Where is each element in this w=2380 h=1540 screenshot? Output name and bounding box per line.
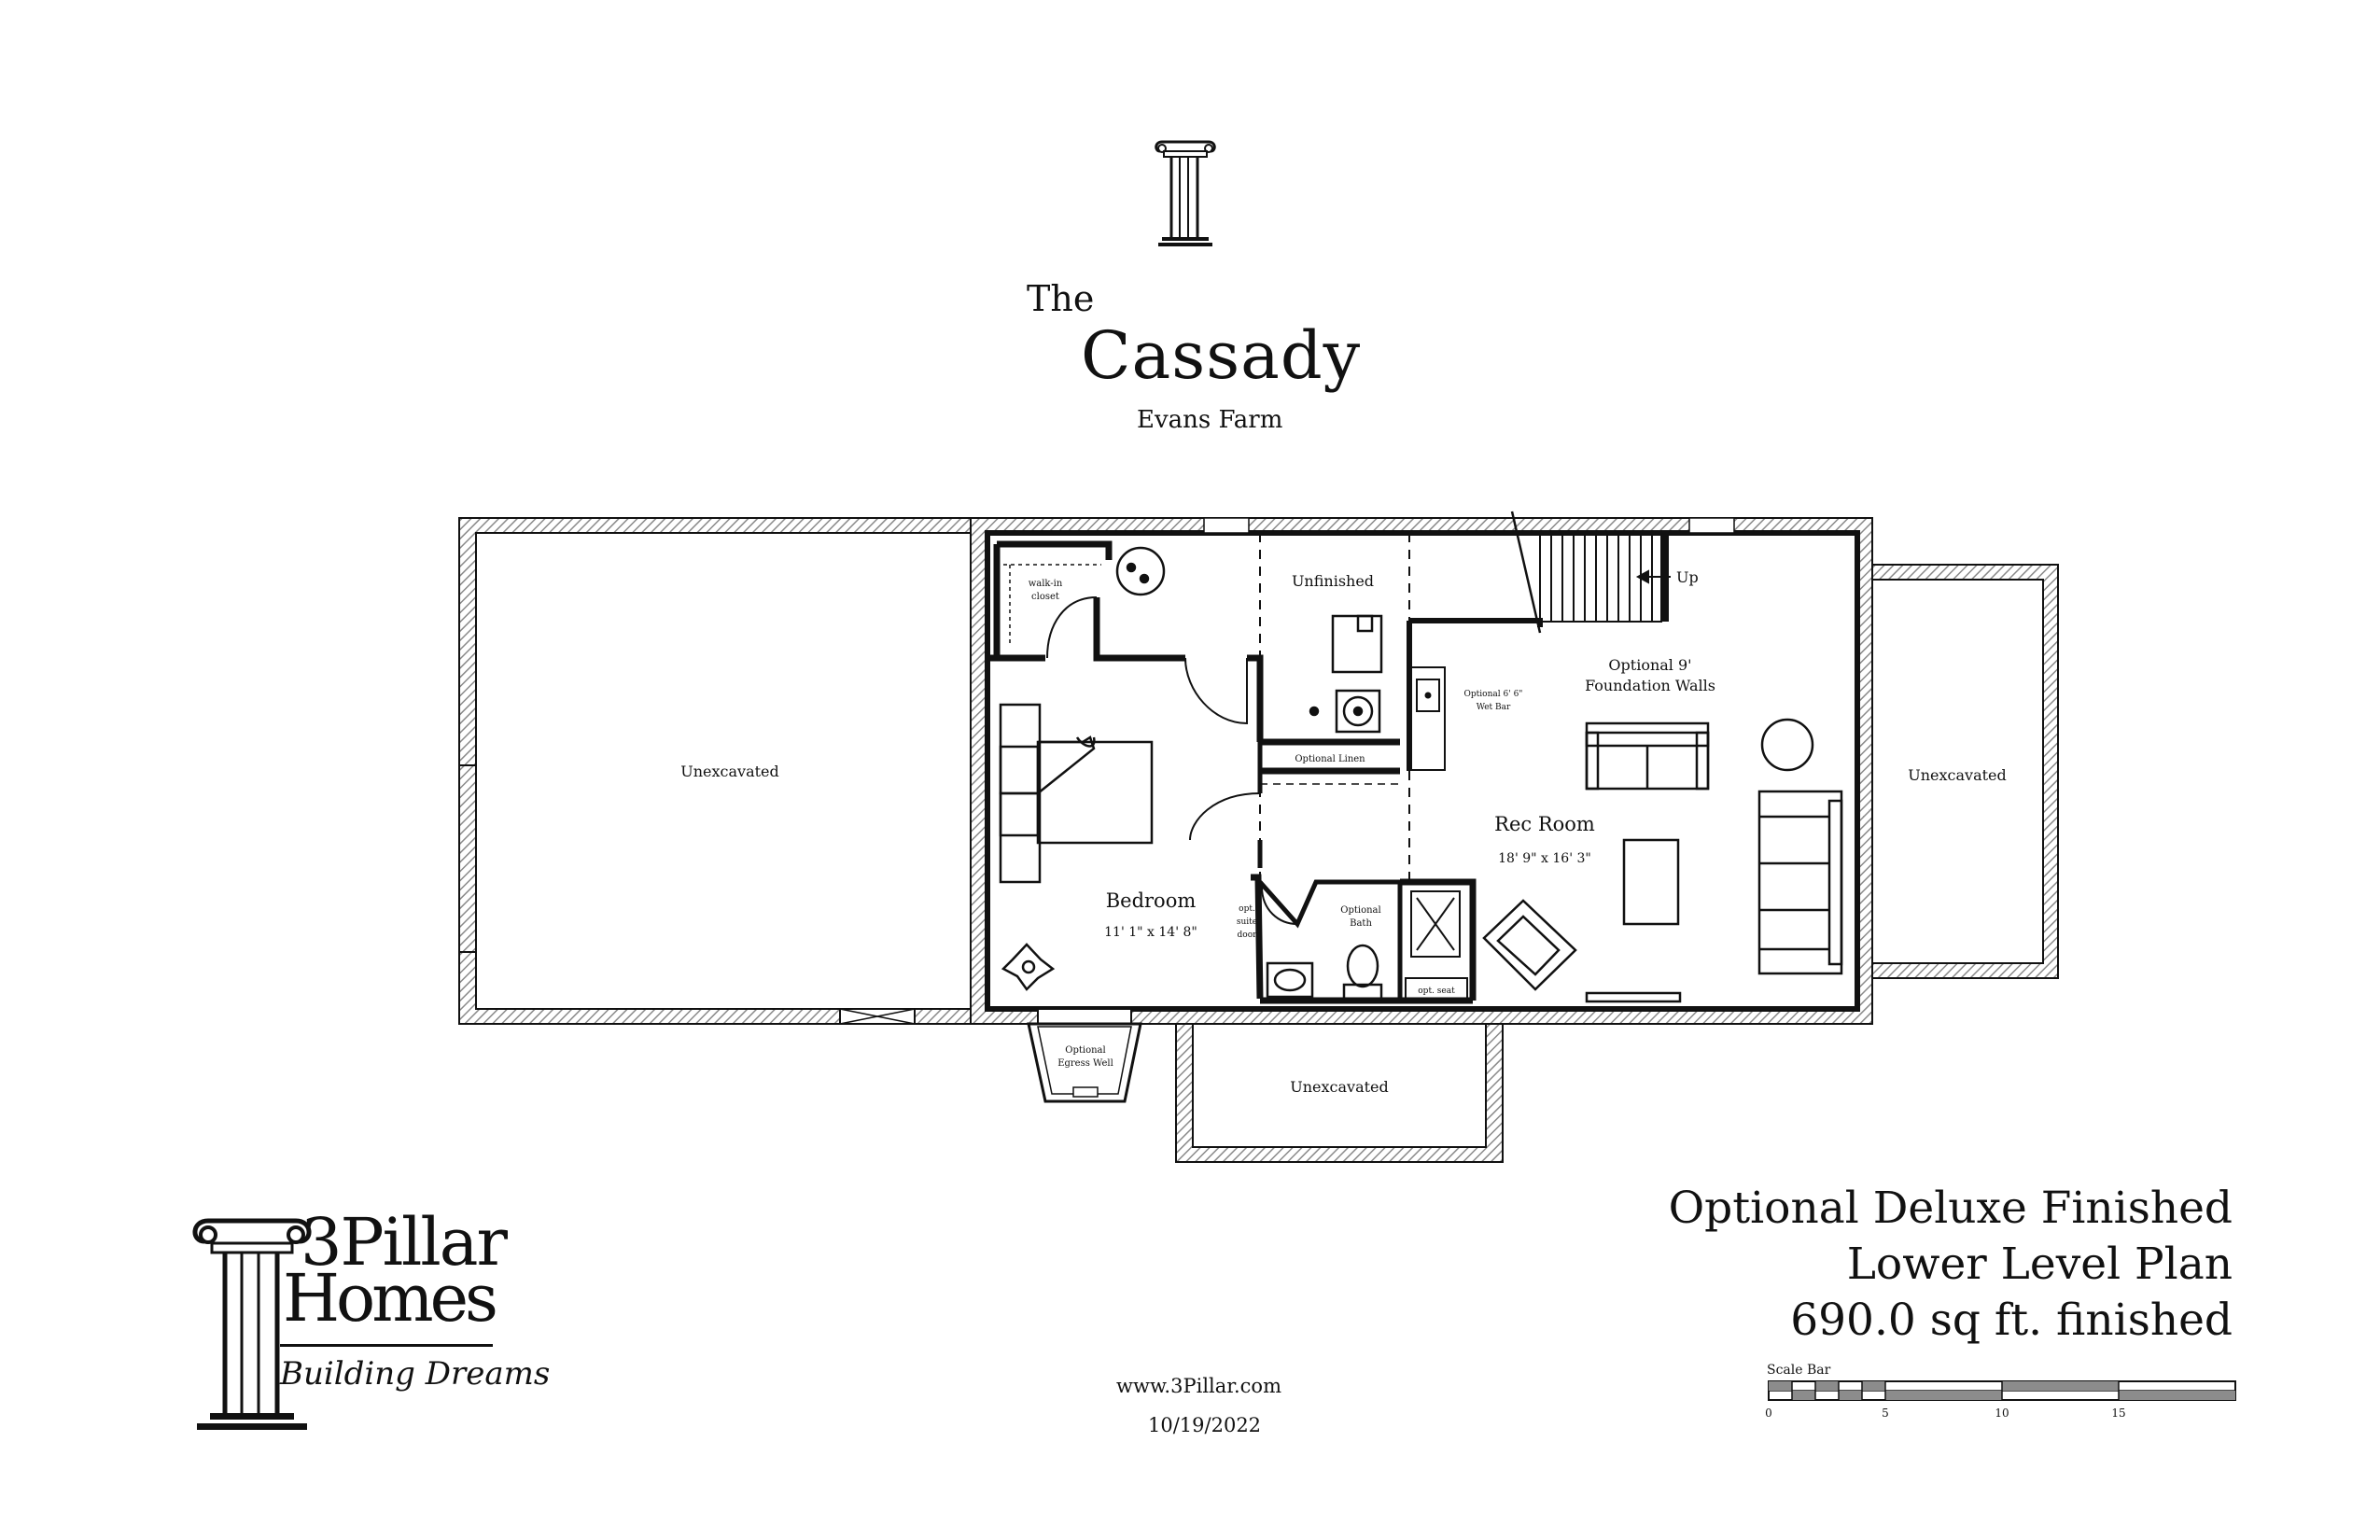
label-foundation-1: Optional 9' [1608,656,1691,674]
interior-walls [987,533,1543,1004]
logo-tagline: Building Dreams [280,1355,551,1393]
label-suite-door-2: suite [1237,917,1257,927]
scale-tick-0: 0 [1765,1407,1772,1420]
page-title: Cassady [1081,317,1362,394]
label-bedroom-name: Bedroom [1106,889,1197,912]
unexcavated-right-area [1871,564,2059,979]
scale-tick-5: 5 [1882,1407,1889,1420]
label-suite-door-1: opt. [1239,904,1255,914]
staircase [1510,511,1671,634]
logo-line2: Homes [283,1260,498,1337]
label-egress-2: Egress Well [1057,1058,1113,1069]
plan-title-line3: 690.0 sq ft. finished [1790,1295,2233,1346]
scale-bar-label: Scale Bar [1767,1363,1831,1378]
label-wet-bar-1: Optional 6' 6" [1464,690,1523,699]
label-foundation-2: Foundation Walls [1585,677,1715,694]
plan-title-line1: Optional Deluxe Finished [1668,1183,2233,1234]
logo-pillar-icon [192,1218,312,1430]
column-emblem-icon [1155,140,1216,246]
logo-divider [280,1344,493,1347]
website-url: www.3Pillar.com [1116,1375,1281,1397]
label-unexcavated-bottom: Unexcavated [1290,1078,1389,1096]
unexcavated-bottom-area [1175,1023,1504,1163]
label-opt-seat: opt. seat [1418,987,1455,996]
logo-line1: 3Pillar [301,1204,508,1281]
label-unexcavated-left: Unexcavated [680,763,779,780]
label-unfinished: Unfinished [1292,572,1374,590]
plan-title-line2: Lower Level Plan [1846,1239,2233,1290]
plan-date: 10/19/2022 [1148,1414,1262,1436]
label-rec-room-dims: 18' 9" x 16' 3" [1498,851,1591,866]
scale-tick-15: 15 [2111,1407,2125,1420]
label-stairs-up: Up [1676,568,1699,586]
label-walkin-closet-1: walk-in [1029,579,1063,589]
room-labels: Unexcavated Unexcavated Unexcavated walk… [680,568,2007,1096]
label-optional-linen: Optional Linen [1295,754,1365,764]
label-egress-1: Optional [1065,1045,1105,1056]
title-prefix: The [1027,278,1095,319]
furnishings [999,546,1843,1003]
label-bath-1: Optional [1340,905,1380,916]
label-unexcavated-right: Unexcavated [1908,766,2007,784]
plan-title-block: Optional Deluxe Finished Lower Level Pla… [1669,1181,2233,1349]
egress-well [1027,1008,1142,1103]
label-walkin-closet-2: closet [1031,592,1059,602]
scale-bar: Scale Bar 0 5 10 15 [1765,1363,2236,1420]
label-rec-room-name: Rec Room [1494,813,1595,835]
label-bedroom-dims: 11' 1" x 14' 8" [1104,925,1197,940]
scale-tick-10: 10 [1995,1407,2009,1420]
label-bath-2: Bath [1350,918,1372,929]
community-name: Evans Farm [1137,406,1283,434]
label-wet-bar-2: Wet Bar [1477,703,1511,712]
label-suite-door-3: door [1238,931,1258,940]
